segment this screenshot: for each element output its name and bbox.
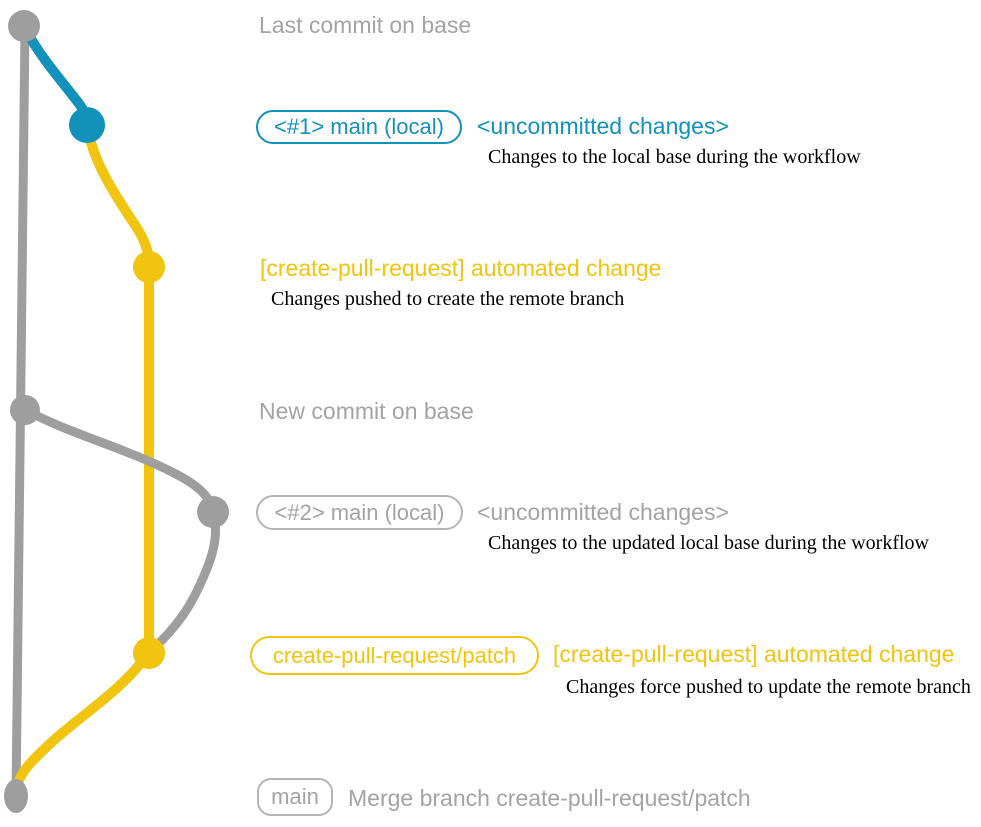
uncommitted-changes-2-desc: Changes to the updated local base during… [488,532,929,554]
patch-branch-edge-top [83,123,155,272]
commit-dot-automated-1 [133,251,165,283]
uncommitted-changes-2-title: <uncommitted changes> [477,499,729,525]
main-local-2-badge: <#2> main (local) [256,495,463,530]
main-badge: main [257,778,333,816]
rebase-edge [147,509,221,655]
uncommitted-changes-1-title: <uncommitted changes> [477,113,729,139]
commit-dot-last-base [8,10,40,42]
merge-edge [11,650,152,798]
merge-commit-title: Merge branch create-pull-request/patch [348,785,751,811]
commit-dot-new-base [10,395,40,425]
main-local-1-badge: <#1> main (local) [256,110,462,144]
automated-change-1-title: [create-pull-request] automated change [260,255,662,281]
commit-dot-automated-2 [133,637,165,669]
patch-branch-badge: create-pull-request/patch [250,636,539,675]
commit-dot-merge [4,779,28,813]
last-commit-label: Last commit on base [259,12,472,38]
commit-graph [4,10,229,813]
commit-dot-uncommitted-1 [69,107,105,143]
commit-dot-uncommitted-2 [197,496,229,528]
automated-change-1-desc: Changes pushed to create the remote bran… [271,288,625,310]
uncommitted-2-edge [21,405,217,516]
automated-change-2-desc: Changes force pushed to update the remot… [566,676,971,698]
uncommitted-changes-1-desc: Changes to the local base during the wor… [488,146,861,168]
automated-change-2-title: [create-pull-request] automated change [553,641,955,667]
new-commit-label: New commit on base [259,398,474,424]
